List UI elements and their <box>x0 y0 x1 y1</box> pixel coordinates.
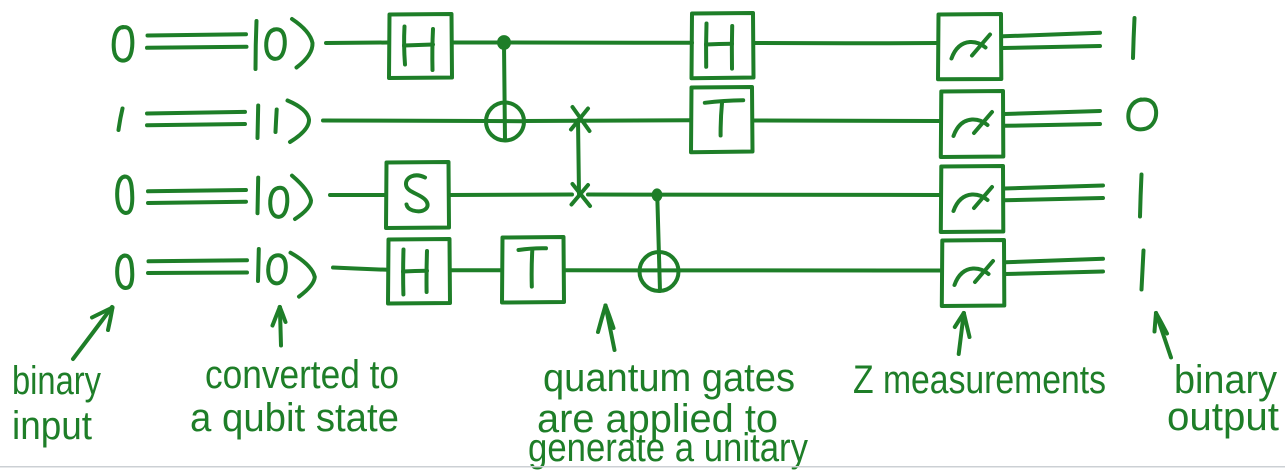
svg-text:output: output <box>1167 395 1279 439</box>
svg-text:generate a unitary: generate a unitary <box>528 426 808 470</box>
svg-text:are applied to: are applied to <box>537 397 778 441</box>
svg-text:a qubit state: a qubit state <box>190 396 399 440</box>
svg-text:binary: binary <box>12 359 101 403</box>
svg-text:binary: binary <box>1174 358 1277 402</box>
svg-text:quantum gates: quantum gates <box>543 356 795 400</box>
svg-text:input: input <box>12 404 92 448</box>
svg-text:converted to: converted to <box>205 353 399 397</box>
svg-text:Z measurements: Z measurements <box>853 358 1106 402</box>
